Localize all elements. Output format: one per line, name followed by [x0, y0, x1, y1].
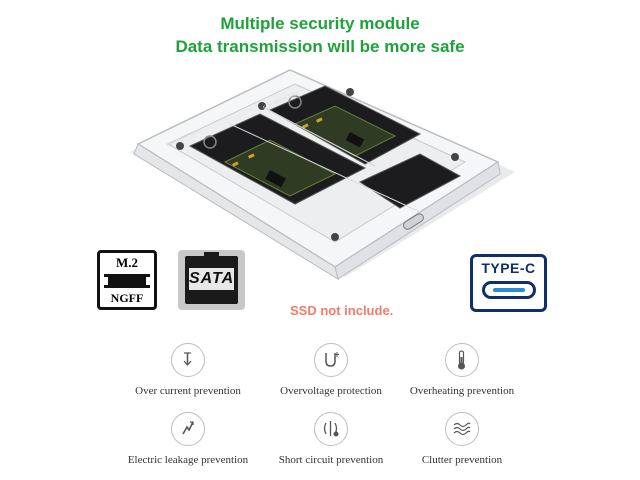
overvoltage-icon — [314, 343, 348, 377]
m2-label: M.2 — [115, 255, 139, 270]
feature-label: Short circuit prevention — [278, 454, 384, 466]
feature-label: Clutter prevention — [421, 454, 503, 466]
feature-electric-leakage: Electric leakage prevention — [108, 412, 268, 466]
feature-overheating: Overheating prevention — [382, 343, 542, 397]
m2-ngff-badge: M.2 NGFF — [97, 250, 157, 310]
ssd-not-included-note: SSD not include. — [290, 303, 394, 318]
headline-line-1: Multiple security module — [220, 14, 420, 33]
ssd-enclosure-image — [130, 69, 515, 281]
sata-badge: SATA — [178, 250, 245, 310]
waves-icon — [445, 412, 479, 446]
feature-label: Overvoltage protection — [280, 385, 382, 397]
type-c-badge: TYPE-C — [470, 254, 547, 312]
feature-label: Over current prevention — [135, 385, 241, 397]
short-circuit-icon — [314, 412, 348, 446]
feature-over-current: Over current prevention — [108, 343, 268, 397]
feature-label: Electric leakage prevention — [127, 454, 249, 466]
over-current-icon — [171, 343, 205, 377]
feature-overvoltage: Overvoltage protection — [251, 343, 411, 397]
feature-short-circuit: Short circuit prevention — [251, 412, 411, 466]
sata-drive-icon: SATA — [185, 252, 238, 304]
headline-line-2: Data transmission will be more safe — [175, 37, 465, 56]
feature-clutter: Clutter prevention — [382, 412, 542, 466]
m2-chip-icon — [100, 274, 154, 288]
sata-label: SATA — [189, 268, 234, 290]
usb-c-port-icon — [481, 281, 536, 299]
type-c-label: TYPE-C — [481, 260, 536, 276]
lightning-icon — [171, 412, 205, 446]
thermometer-icon — [445, 343, 479, 377]
feature-label: Overheating prevention — [409, 385, 515, 397]
ngff-label: NGFF — [110, 291, 144, 305]
